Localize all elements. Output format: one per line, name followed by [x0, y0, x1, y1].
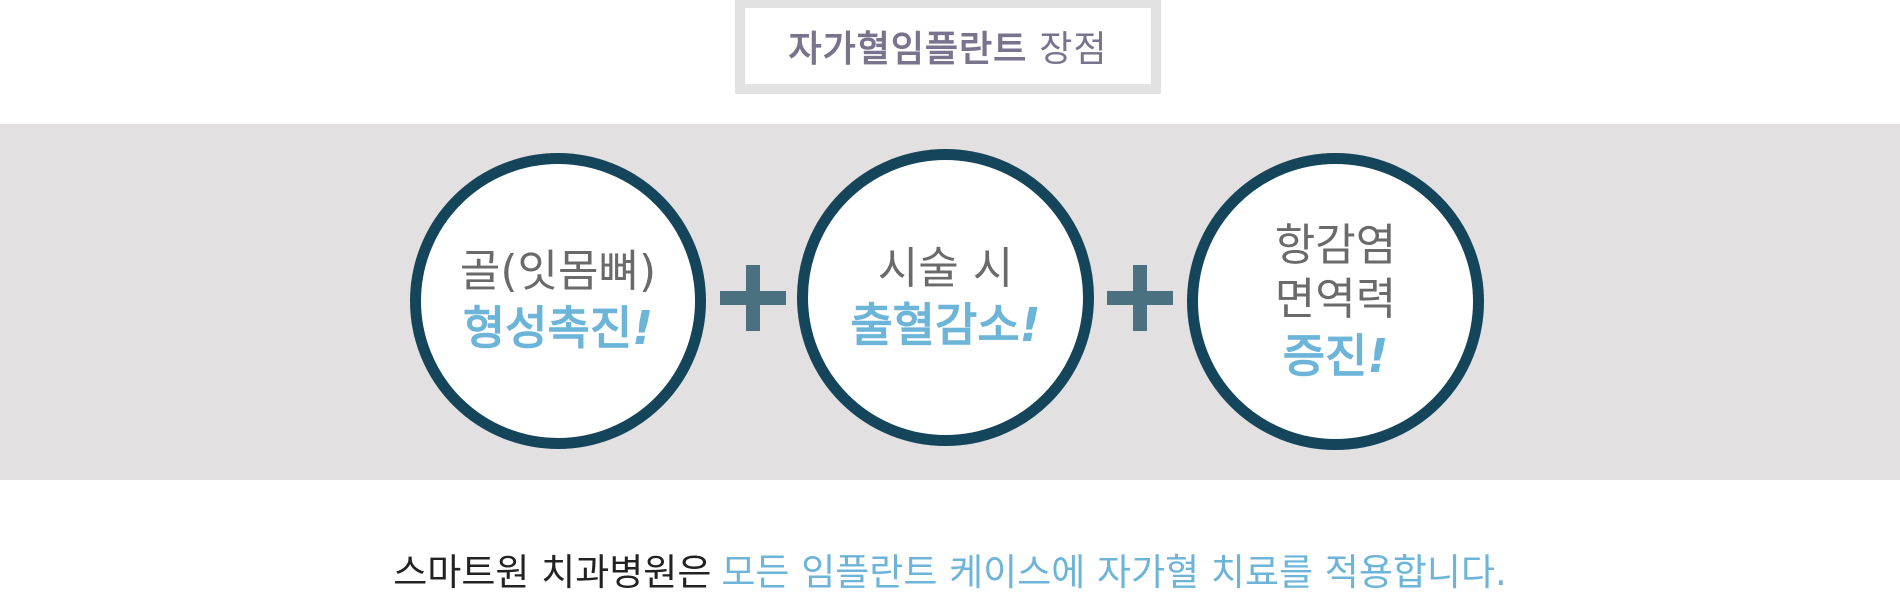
benefit-line-2: 면역력: [1274, 273, 1397, 325]
footer-accent-text: 모든 임플란트 케이스에 자가혈 치료를 적용합니다.: [721, 551, 1507, 594]
benefit-line: 골(잇몸뼈): [459, 246, 657, 297]
benefit-accent-text: 출혈감소: [850, 297, 1020, 352]
benefit-line: 시술 시: [877, 242, 1014, 294]
exclamation: !: [632, 301, 654, 355]
section-title-normal: 장점: [1039, 29, 1108, 70]
exclamation: !: [1019, 297, 1041, 352]
benefit-circle-bleeding: 시술 시 출혈감소!: [797, 149, 1094, 446]
benefit-accent: 형성촉진!: [463, 299, 653, 357]
plus-icon: [720, 265, 786, 331]
benefit-circle-immunity: 항감염 면역력 증진!: [1187, 153, 1484, 450]
plus-icon: [1107, 265, 1173, 331]
exclamation: !: [1367, 328, 1389, 383]
benefit-circle-bone: 골(잇몸뼈) 형성촉진!: [410, 153, 706, 449]
benefit-accent-text: 형성촉진: [462, 301, 633, 355]
benefit-accent: 출혈감소!: [850, 296, 1040, 354]
footer-clinic-name: 스마트원 치과병원은: [393, 551, 712, 594]
benefit-accent-text: 증진: [1282, 328, 1368, 383]
section-title-box: 자가혈임플란트 장점: [735, 0, 1161, 94]
section-title-strong: 자가혈임플란트: [788, 29, 1028, 70]
benefit-accent: 증진!: [1283, 327, 1389, 385]
benefit-line: 항감염: [1274, 219, 1397, 271]
